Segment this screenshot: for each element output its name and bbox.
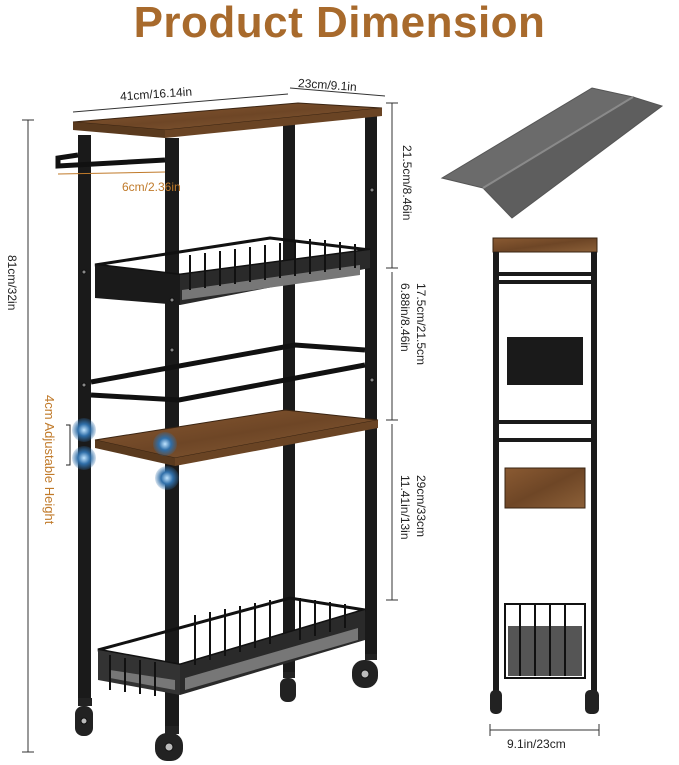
lower-spacing-b-label: 11.41in/13in — [398, 475, 412, 540]
middle-spacing-b-label: 6.88in/8.46in — [398, 283, 412, 352]
side-view-cart — [489, 237, 600, 736]
page-title: Product Dimension — [133, 0, 546, 47]
side-depth-label: 9.1in/23cm — [507, 737, 566, 751]
total-height-label: 81cm/32in — [5, 255, 19, 311]
lower-spacing-a-label: 29cm/33cm — [414, 475, 428, 538]
adjustable-height-label: 4cm Adjustable Height — [42, 395, 57, 525]
top-to-basket-label: 21.5cm/8.46in — [400, 145, 414, 221]
handle-offset-label: 6cm/2.36in — [122, 180, 181, 194]
dimension-lines — [22, 87, 398, 753]
main-cart — [55, 102, 383, 761]
adjustable-height-markers — [66, 418, 179, 490]
middle-spacing-a-label: 17.5cm/21.5cm — [414, 283, 428, 366]
shelf-liner — [440, 87, 664, 219]
